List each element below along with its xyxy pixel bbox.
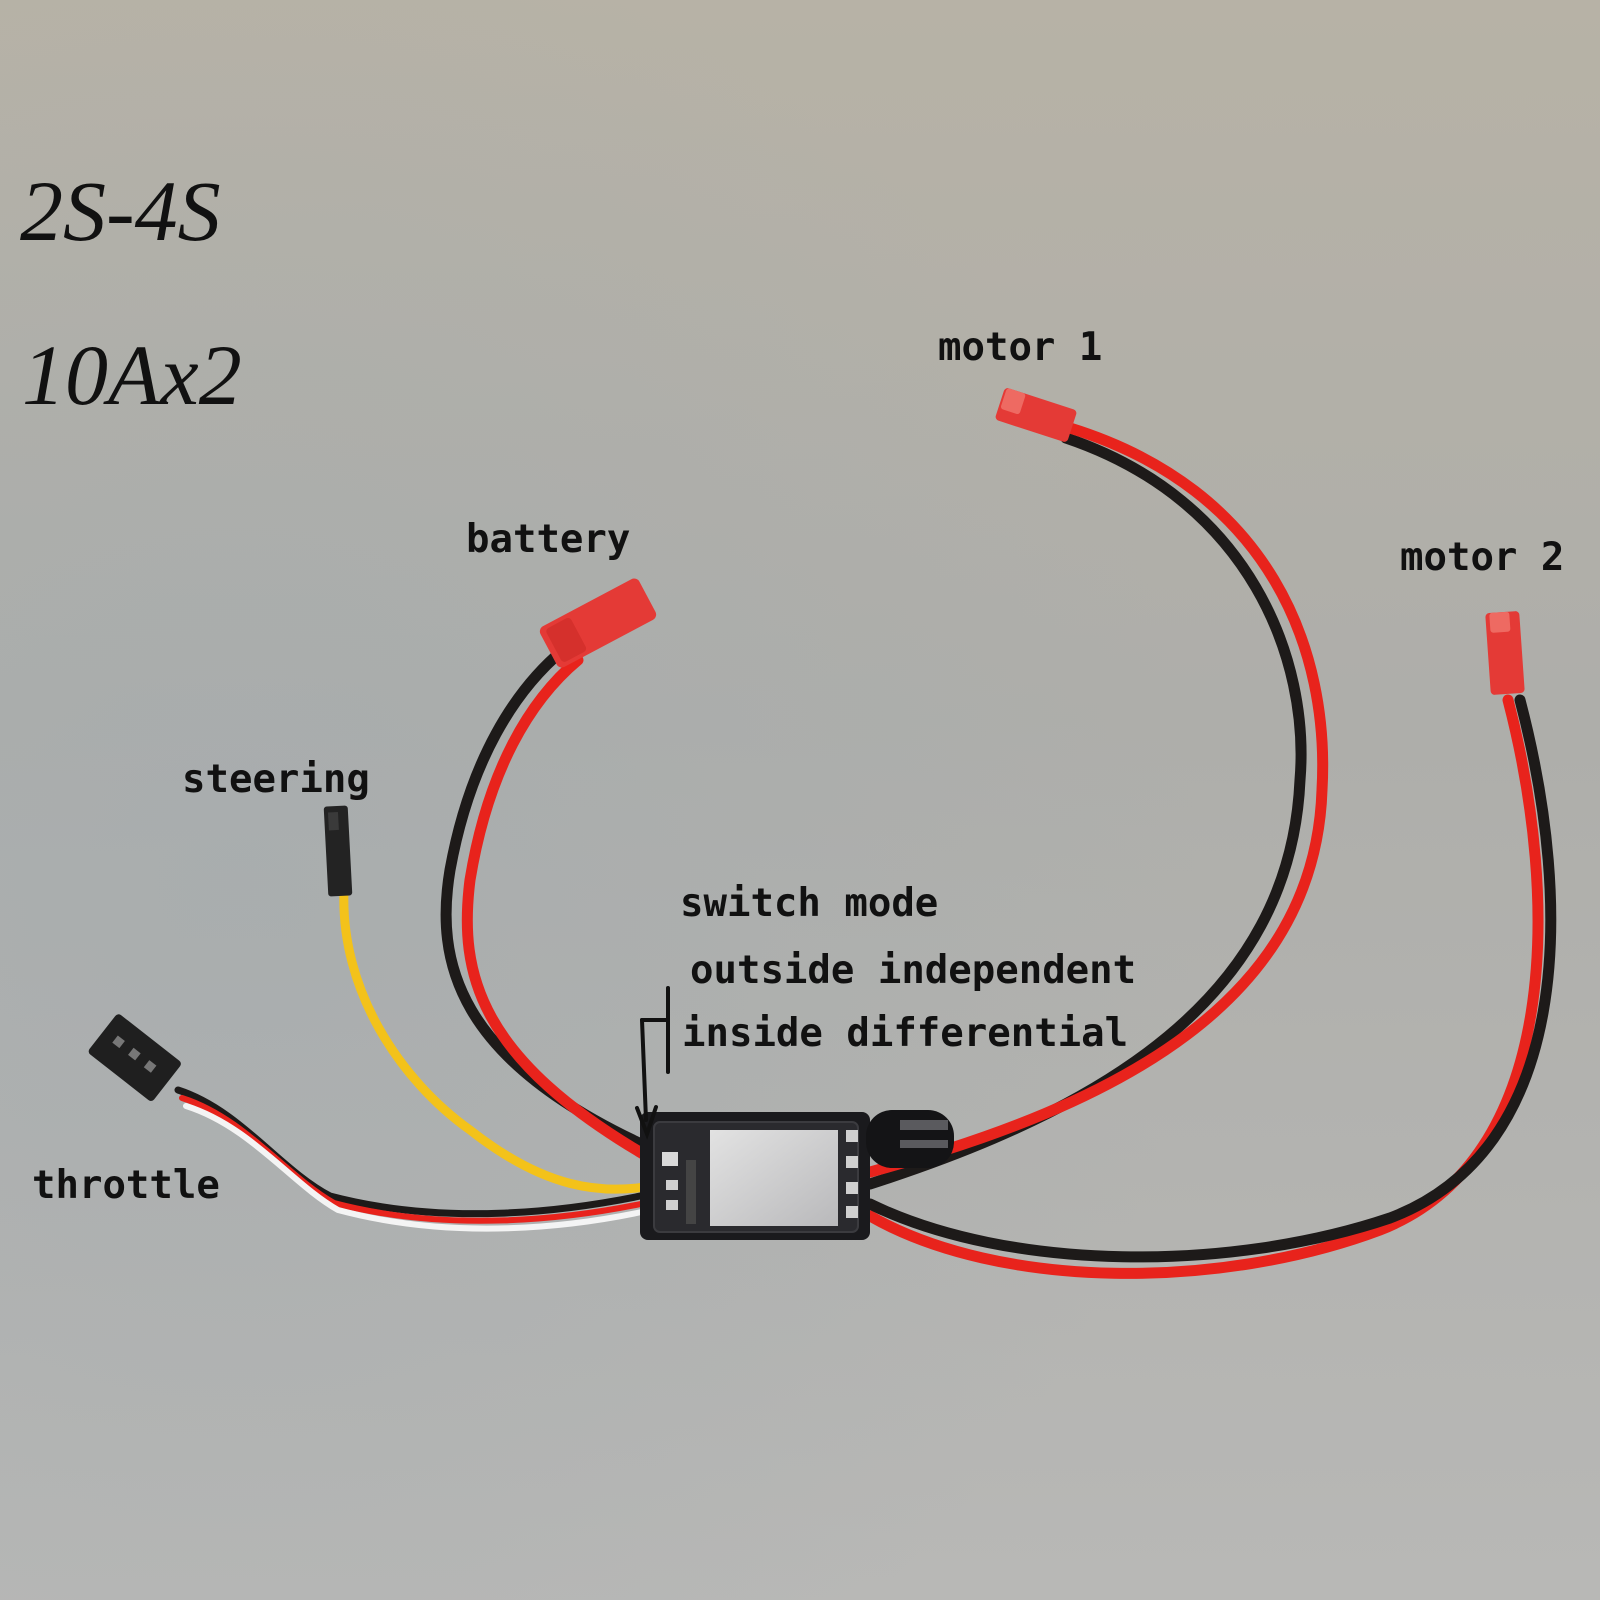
current-spec: 10Ax2 <box>22 327 242 423</box>
inside-differential-label: inside differential <box>682 1011 1129 1056</box>
outside-independent-label: outside independent <box>690 948 1137 993</box>
throttle-label: throttle <box>32 1163 220 1208</box>
battery-lead <box>440 644 656 1164</box>
steering-lead <box>339 885 675 1194</box>
motor-2-lead <box>864 694 1557 1279</box>
voltage-spec: 2S-4S <box>20 163 221 259</box>
steering-connector <box>323 805 353 897</box>
steering-label: steering <box>182 757 370 802</box>
throttle-lead <box>174 1086 672 1232</box>
capacitor <box>866 1110 954 1168</box>
esc-board <box>640 1112 870 1240</box>
throttle-connector <box>88 1014 181 1101</box>
switch-mode-label: switch mode <box>680 881 939 926</box>
battery-label: battery <box>466 517 631 562</box>
battery-connector <box>539 578 657 668</box>
motor-1-connector <box>995 388 1077 442</box>
motor-2-connector <box>1485 611 1525 695</box>
motor-1-label: motor 1 <box>938 325 1103 370</box>
motor-1-lead <box>864 422 1329 1190</box>
switch-mode-pointer <box>635 986 670 1140</box>
motor-2-label: motor 2 <box>1400 535 1565 580</box>
